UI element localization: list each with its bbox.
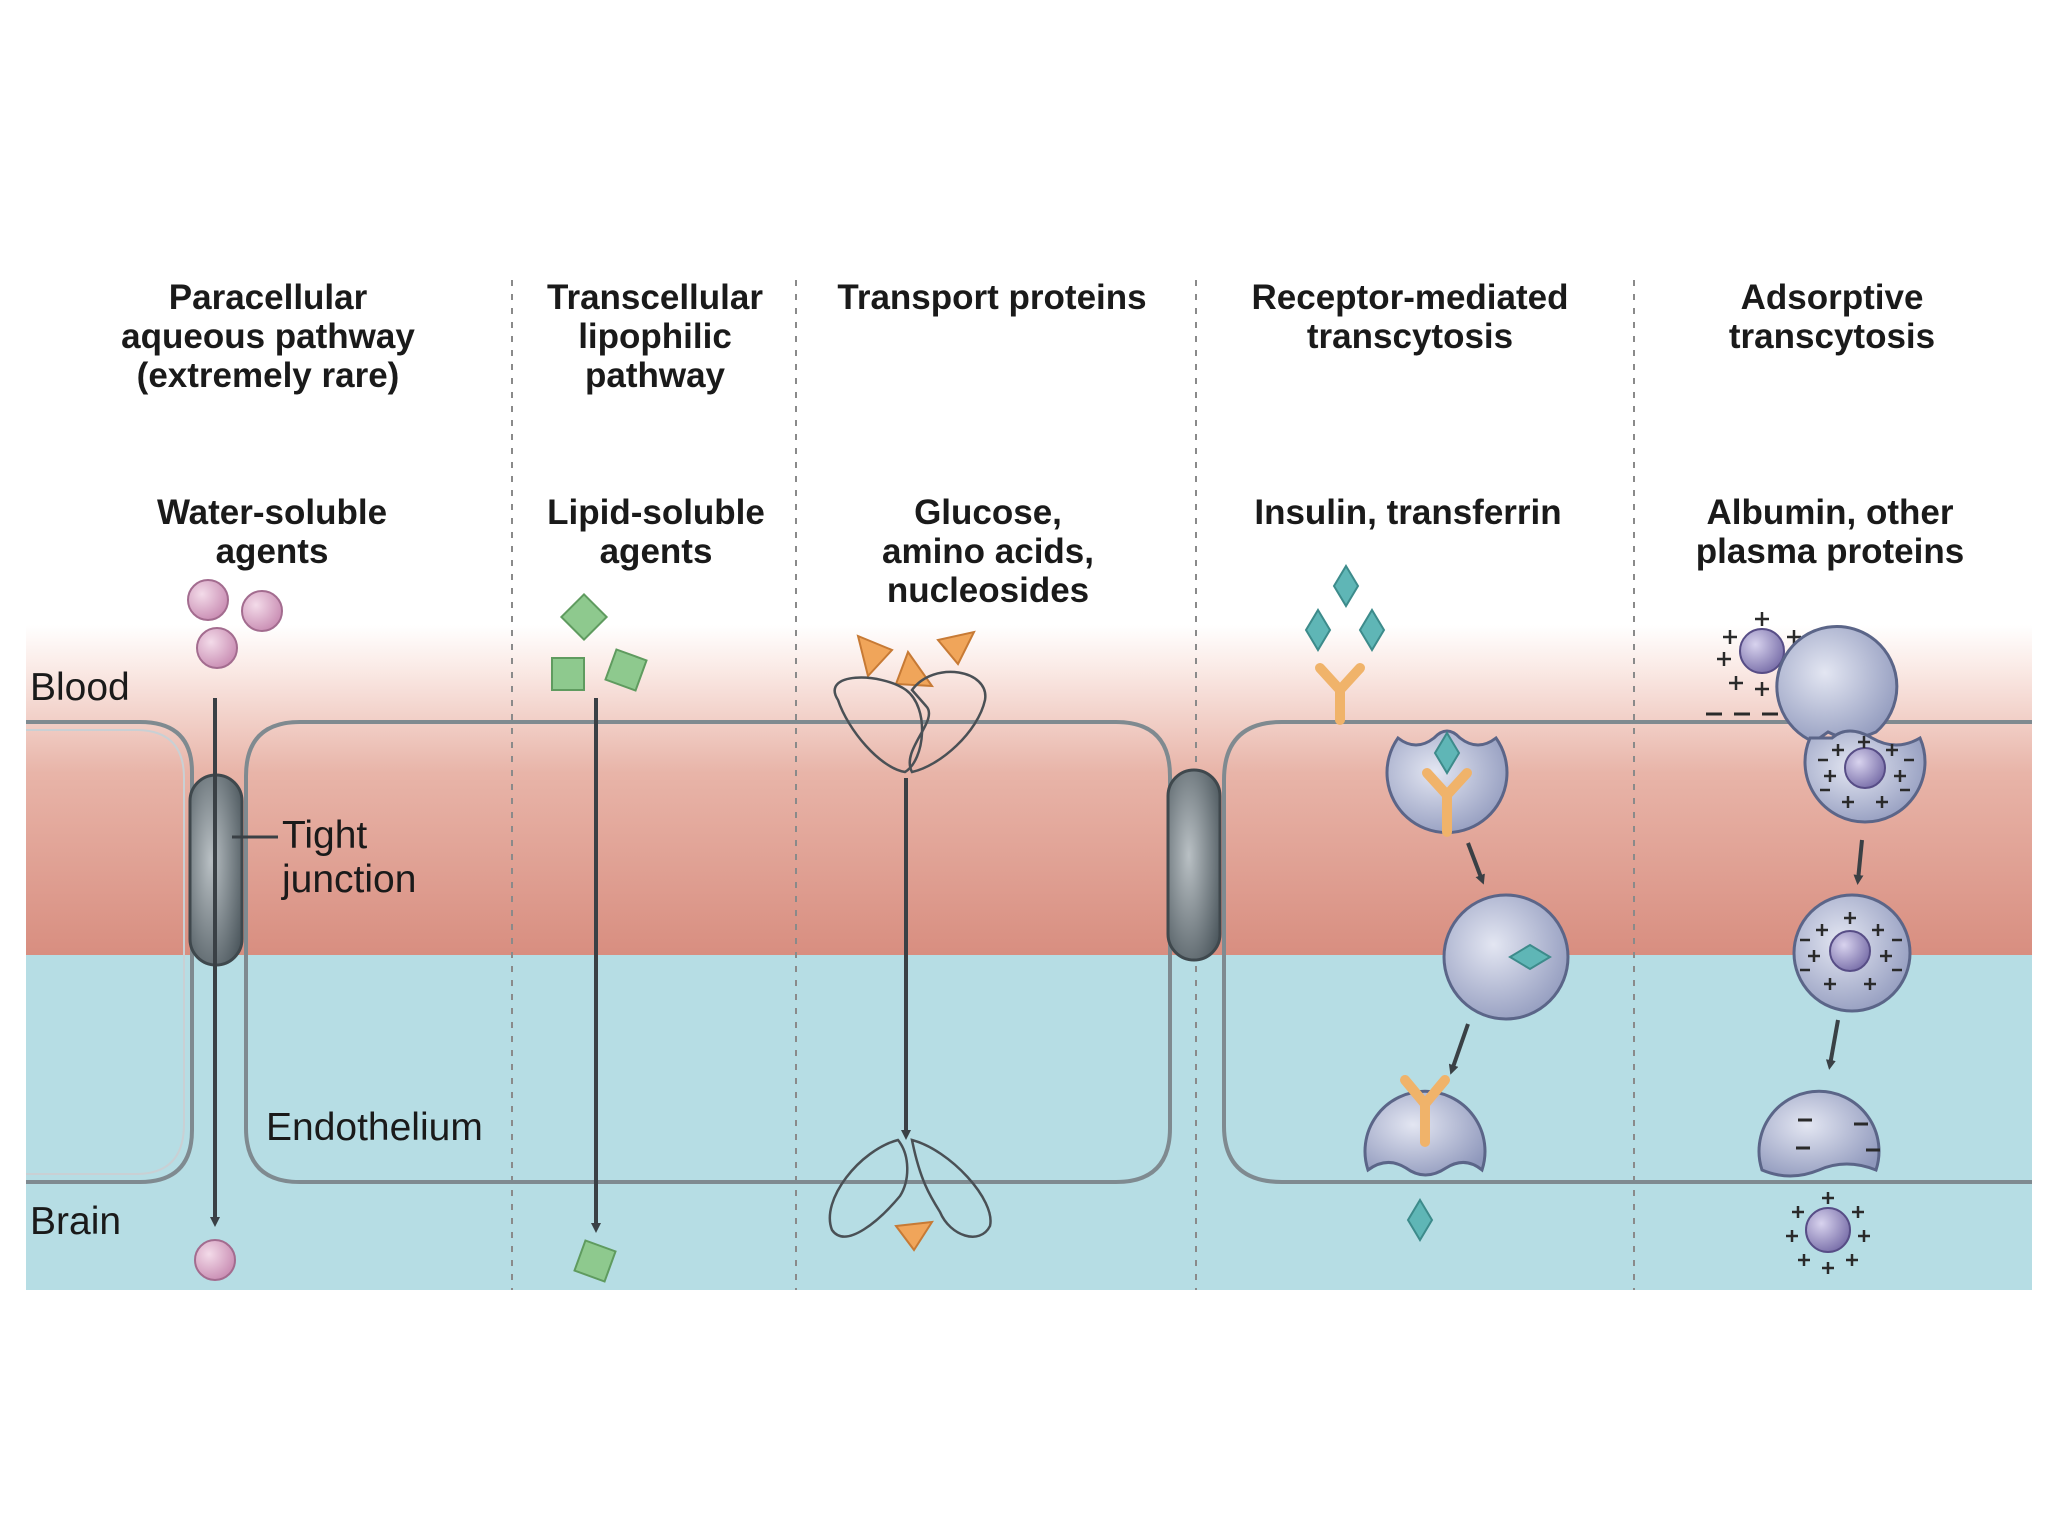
- title-receptor-mediated: Receptor-mediated transcytosis: [1251, 278, 1569, 356]
- vesicle-entry: [1385, 729, 1509, 837]
- label-blood: Blood: [30, 666, 130, 709]
- brain-region: [26, 955, 2032, 1290]
- insulin-agent: [1332, 564, 1360, 608]
- endothelial-cell-middle: [244, 720, 1172, 1184]
- title-adsorptive: Adsorptive transcytosis: [1728, 278, 1936, 356]
- insulin-agent: [1304, 608, 1332, 652]
- lipid-soluble-agent-brain: [573, 1239, 617, 1283]
- agent-insulin: Insulin, transferrin: [1254, 493, 1562, 532]
- lipid-soluble-agent: [551, 657, 585, 691]
- label-brain: Brain: [30, 1200, 122, 1243]
- water-soluble-agent: [187, 579, 229, 621]
- endothelial-cell-right: [1222, 720, 2032, 1184]
- agent-glucose: Glucose, amino acids, nucleosides: [881, 493, 1095, 610]
- glucose-agent-brain: [894, 1220, 934, 1252]
- tight-junction-right: [1166, 768, 1222, 962]
- rmt-arrow-2: [1448, 1023, 1470, 1075]
- water-soluble-agent: [241, 590, 283, 632]
- water-soluble-agent: [196, 627, 238, 669]
- vesicle-exit: [1363, 1075, 1487, 1177]
- transport-protein-top: [833, 670, 987, 774]
- label-tight-junction: Tight junction: [282, 814, 417, 901]
- title-transcellular: Transcellular lipophilic pathway: [547, 278, 763, 395]
- label-endothelium: Endothelium: [266, 1106, 483, 1149]
- lipid-soluble-agent: [559, 592, 609, 642]
- agent-lipid-soluble: Lipid-soluble agents: [547, 493, 765, 571]
- adsorptive-vesicle-middle: [1792, 893, 1912, 1013]
- agent-water-soluble: Water-soluble agents: [156, 493, 388, 571]
- receptor-released: [1400, 1075, 1450, 1147]
- insulin-agent: [1358, 608, 1386, 652]
- glucose-agent: [936, 630, 976, 666]
- title-paracellular: Paracellular aqueous pathway (extremely …: [121, 278, 415, 395]
- transport-protein-bottom: [828, 1138, 992, 1238]
- glucose-agents-blood: [856, 630, 976, 688]
- receptor-in-vesicle: [1422, 768, 1472, 837]
- blood-region: [26, 625, 2032, 955]
- insulin-free-in-vesicle: [1508, 943, 1552, 971]
- glucose-agent: [894, 649, 935, 688]
- at-arrow-1: [1853, 839, 1864, 885]
- water-soluble-agents-blood: [187, 579, 283, 669]
- agent-albumin: Albumin, other plasma proteins: [1695, 493, 1965, 571]
- albumin-brain: [1786, 1192, 1870, 1274]
- adsorptive-vesicle-exit: [1757, 1089, 1881, 1178]
- insulin-in-vesicle: [1433, 731, 1461, 775]
- at-arrow-2: [1825, 1019, 1840, 1070]
- insulin-agent-brain: [1406, 1198, 1434, 1242]
- vesicle-middle: [1442, 893, 1570, 1021]
- adsorptive-vesicle-entry: [1775, 625, 1927, 824]
- lipid-soluble-agent: [604, 648, 648, 692]
- title-transport-proteins: Transport proteins: [837, 278, 1147, 317]
- lipid-soluble-agents-blood: [551, 592, 648, 692]
- water-soluble-agent-brain: [194, 1239, 236, 1281]
- receptor-surface: [1315, 663, 1365, 725]
- rmt-arrow-1: [1466, 842, 1485, 885]
- glucose-agent: [856, 634, 894, 679]
- insulin-agents-blood: [1304, 564, 1386, 652]
